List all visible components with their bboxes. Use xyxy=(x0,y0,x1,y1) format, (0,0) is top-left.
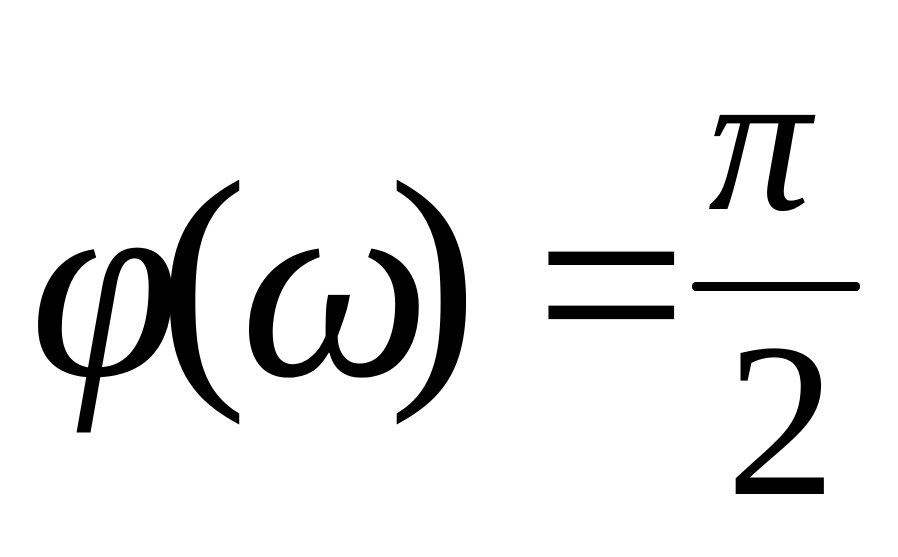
omega-symbol: ω xyxy=(240,135,431,434)
equals-sign: = xyxy=(535,135,688,434)
fraction-bar xyxy=(692,282,860,291)
fraction-denominator: 2 xyxy=(726,298,836,542)
phi-symbol: φ xyxy=(30,135,180,434)
left-parenthesis: ( xyxy=(158,127,248,426)
fraction-numerator-pi: π xyxy=(708,27,811,254)
right-parenthesis: ) xyxy=(388,127,478,426)
